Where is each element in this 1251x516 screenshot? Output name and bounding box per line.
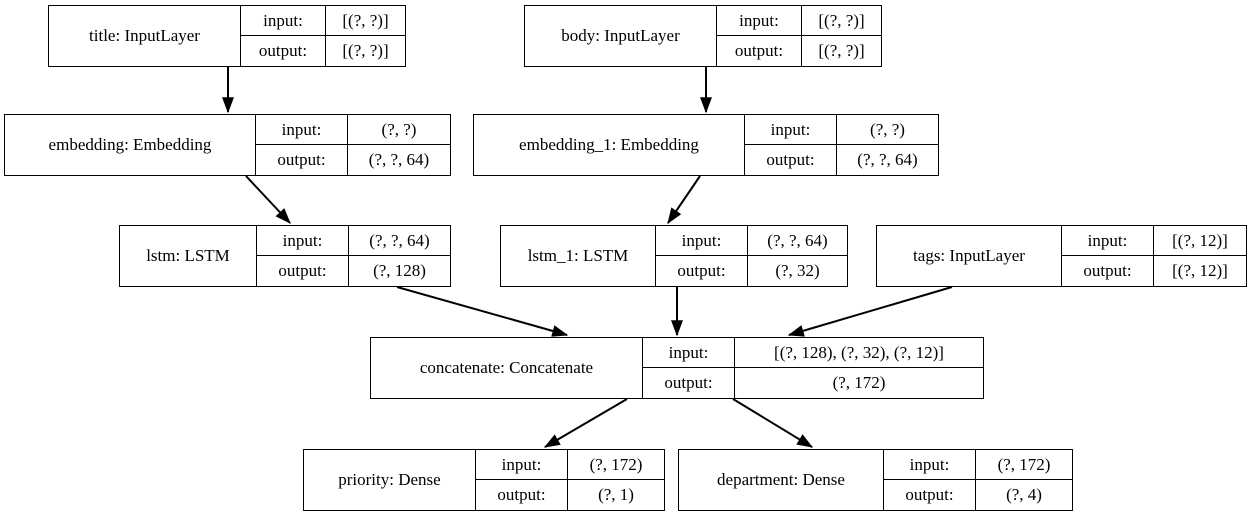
input-shape-value-tags: [(?, 12)] — [1172, 230, 1228, 250]
input-shape-value-concatenate: [(?, 128), (?, 32), (?, 12)] — [774, 342, 944, 362]
graph-node-department[interactable]: department: Dense input: (?, 172) output… — [678, 449, 1073, 511]
graph-node-embedding_1[interactable]: embedding_1: Embedding input: (?, ?) out… — [473, 114, 939, 176]
input-label-embedding: input: — [256, 115, 348, 144]
node-output-row: output: (?, 32) — [656, 256, 847, 286]
node-input-row: input: [(?, 128), (?, 32), (?, 12)] — [643, 338, 983, 368]
node-io-table: input: [(?, ?)] output: [(?, ?)] — [717, 6, 881, 66]
input-label-department: input: — [884, 450, 976, 479]
node-io-table: input: (?, 172) output: (?, 4) — [884, 450, 1072, 510]
input-label-title: input: — [241, 6, 326, 35]
input-label-body: input: — [717, 6, 802, 35]
output-shape-value-priority: (?, 1) — [598, 485, 634, 504]
output-shape-value-department: (?, 4) — [1006, 485, 1042, 504]
node-output-row: output: (?, 128) — [257, 256, 450, 286]
node-io-table: input: [(?, 12)] output: [(?, 12)] — [1062, 226, 1246, 286]
node-input-row: input: [(?, ?)] — [241, 6, 405, 36]
output-label-lstm_1: output: — [656, 256, 748, 286]
input-shape-value-body: [(?, ?)] — [818, 10, 865, 30]
node-output-row: output: (?, 4) — [884, 480, 1072, 510]
graph-node-lstm[interactable]: lstm: LSTM input: (?, ?, 64) output: (?,… — [119, 225, 451, 287]
input-label-tags: input: — [1062, 226, 1154, 255]
node-name-label-embedding_1: embedding_1: Embedding — [474, 115, 745, 175]
node-io-table: input: (?, ?) output: (?, ?, 64) — [256, 115, 450, 175]
node-io-table: input: (?, 172) output: (?, 1) — [476, 450, 664, 510]
node-input-row: input: (?, 172) — [884, 450, 1072, 480]
input-shape-value-embedding_1: (?, ?) — [870, 119, 905, 139]
graph-node-lstm_1[interactable]: lstm_1: LSTM input: (?, ?, 64) output: (… — [500, 225, 848, 287]
node-output-row: output: (?, ?, 64) — [745, 145, 938, 175]
input-label-embedding_1: input: — [745, 115, 837, 144]
edge-concatenate-to-priority — [543, 398, 628, 448]
node-name-label-embedding: embedding: Embedding — [5, 115, 256, 175]
edge-concatenate-to-department — [732, 398, 814, 448]
node-output-row: output: [(?, ?)] — [717, 36, 881, 66]
node-name-label-body: body: InputLayer — [525, 6, 717, 66]
node-output-row: output: [(?, ?)] — [241, 36, 405, 66]
node-io-table: input: (?, ?) output: (?, ?, 64) — [745, 115, 938, 175]
output-shape-value-embedding: (?, ?, 64) — [368, 150, 430, 169]
output-label-priority: output: — [476, 480, 568, 510]
node-name-label-lstm: lstm: LSTM — [120, 226, 257, 286]
node-name-label-priority: priority: Dense — [304, 450, 476, 510]
node-input-row: input: (?, ?) — [745, 115, 938, 145]
input-shape-value-embedding: (?, ?) — [381, 119, 417, 139]
input-shape-value-title: [(?, ?)] — [342, 10, 389, 30]
output-label-concatenate: output: — [643, 368, 735, 398]
edge-tags-to-concatenate — [787, 286, 953, 337]
input-label-priority: input: — [476, 450, 568, 479]
output-shape-value-lstm: (?, 128) — [373, 261, 426, 280]
node-output-row: output: (?, ?, 64) — [256, 145, 450, 175]
graph-node-body[interactable]: body: InputLayer input: [(?, ?)] output:… — [524, 5, 882, 67]
input-label-concatenate: input: — [643, 338, 735, 367]
node-input-row: input: (?, ?, 64) — [257, 226, 450, 256]
graph-node-tags[interactable]: tags: InputLayer input: [(?, 12)] output… — [876, 225, 1247, 287]
node-output-row: output: (?, 172) — [643, 368, 983, 398]
input-label-lstm: input: — [257, 226, 349, 255]
node-name-label-lstm_1: lstm_1: LSTM — [501, 226, 656, 286]
node-input-row: input: (?, ?) — [256, 115, 450, 145]
output-shape-value-concatenate: (?, 172) — [832, 373, 886, 392]
graph-node-title[interactable]: title: InputLayer input: [(?, ?)] output… — [48, 5, 406, 67]
output-label-body: output: — [717, 36, 802, 66]
node-input-row: input: (?, 172) — [476, 450, 664, 480]
node-input-row: input: (?, ?, 64) — [656, 226, 847, 256]
edge-embedding_1-to-lstm_1 — [667, 175, 701, 224]
node-output-row: output: (?, 1) — [476, 480, 664, 510]
output-shape-value-lstm_1: (?, 32) — [775, 261, 820, 280]
node-input-row: input: [(?, 12)] — [1062, 226, 1246, 256]
output-label-tags: output: — [1062, 256, 1154, 286]
node-io-table: input: [(?, ?)] output: [(?, ?)] — [241, 6, 405, 66]
input-shape-value-lstm: (?, ?, 64) — [369, 230, 430, 250]
input-shape-value-priority: (?, 172) — [589, 454, 643, 474]
input-shape-value-department: (?, 172) — [997, 454, 1051, 474]
node-output-row: output: [(?, 12)] — [1062, 256, 1246, 286]
edge-lstm-to-concatenate — [396, 286, 569, 337]
output-label-department: output: — [884, 480, 976, 510]
output-label-embedding_1: output: — [745, 145, 837, 175]
output-label-lstm: output: — [257, 256, 349, 286]
output-shape-value-body: [(?, ?)] — [818, 41, 865, 60]
node-name-label-tags: tags: InputLayer — [877, 226, 1062, 286]
output-label-embedding: output: — [256, 145, 348, 175]
graph-node-embedding[interactable]: embedding: Embedding input: (?, ?) outpu… — [4, 114, 451, 176]
node-input-row: input: [(?, ?)] — [717, 6, 881, 36]
node-io-table: input: [(?, 128), (?, 32), (?, 12)] outp… — [643, 338, 983, 398]
edge-embedding-to-lstm — [245, 175, 291, 224]
node-name-label-concatenate: concatenate: Concatenate — [371, 338, 643, 398]
node-name-label-title: title: InputLayer — [49, 6, 241, 66]
graph-node-priority[interactable]: priority: Dense input: (?, 172) output: … — [303, 449, 665, 511]
graph-node-concatenate[interactable]: concatenate: Concatenate input: [(?, 128… — [370, 337, 984, 399]
node-io-table: input: (?, ?, 64) output: (?, 32) — [656, 226, 847, 286]
output-shape-value-tags: [(?, 12)] — [1172, 261, 1228, 280]
output-label-title: output: — [241, 36, 326, 66]
input-shape-value-lstm_1: (?, ?, 64) — [767, 230, 828, 250]
node-name-label-department: department: Dense — [679, 450, 884, 510]
node-io-table: input: (?, ?, 64) output: (?, 128) — [257, 226, 450, 286]
input-label-lstm_1: input: — [656, 226, 748, 255]
output-shape-value-title: [(?, ?)] — [342, 41, 389, 60]
output-shape-value-embedding_1: (?, ?, 64) — [857, 150, 918, 169]
